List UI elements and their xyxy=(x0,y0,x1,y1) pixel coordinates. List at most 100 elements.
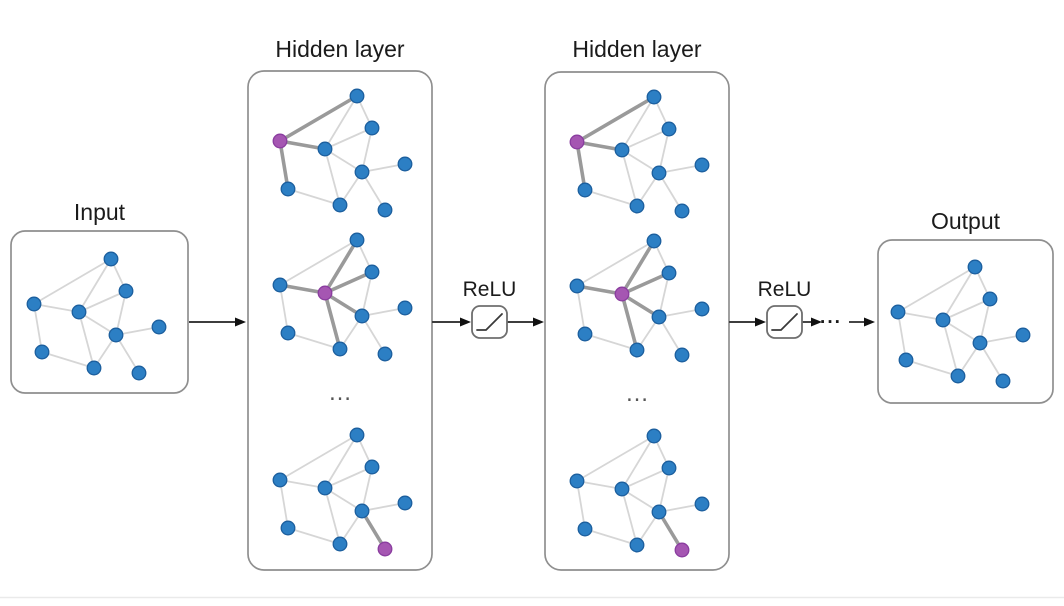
graph-edge xyxy=(576,435,655,482)
graph-edge xyxy=(78,258,112,313)
graph-node xyxy=(71,304,87,320)
graph-edge xyxy=(287,527,341,545)
graph-node xyxy=(1015,327,1031,343)
graph-node xyxy=(651,309,667,325)
graph-edge xyxy=(621,488,638,546)
graph-node xyxy=(674,203,690,219)
graph-edge xyxy=(621,128,670,151)
graph-edge-emphasized xyxy=(575,140,587,192)
graph-node-highlighted xyxy=(317,285,333,301)
graph-edge-emphasized xyxy=(278,139,327,151)
graph-node xyxy=(397,300,413,316)
graph-node xyxy=(629,342,645,358)
graph-node xyxy=(272,472,288,488)
graph-node xyxy=(377,346,393,362)
graph-edge-emphasized xyxy=(620,271,671,296)
graph-node xyxy=(935,312,951,328)
input-title: Input xyxy=(74,199,126,225)
graph-node xyxy=(577,326,593,342)
graph-edge xyxy=(897,311,944,321)
relu-curve-icon xyxy=(476,313,503,331)
graph-edge xyxy=(942,298,991,321)
graph-edge xyxy=(658,128,670,174)
graph-edge xyxy=(897,266,976,313)
graph-node-highlighted xyxy=(377,541,393,557)
graph-node xyxy=(646,233,662,249)
graph-node xyxy=(972,335,988,351)
graph-edge xyxy=(621,435,655,490)
graph-node xyxy=(280,520,296,536)
graph-node xyxy=(629,537,645,553)
graph-edge xyxy=(287,332,341,350)
graph-edge xyxy=(33,303,80,313)
hidden-layer-2-title: Hidden layer xyxy=(572,36,701,62)
graph-node xyxy=(354,164,370,180)
hidden2-graph-bottom xyxy=(569,428,710,558)
hidden-layer-2-ellipsis: … xyxy=(625,380,649,407)
graph-node xyxy=(332,197,348,213)
repeat-layers-ellipsis: ··· xyxy=(820,312,842,333)
input-graph xyxy=(26,251,167,381)
graph-node xyxy=(577,182,593,198)
graph-node xyxy=(661,265,677,281)
graph-node xyxy=(694,301,710,317)
graph-edge-emphasized xyxy=(323,238,359,295)
graph-node xyxy=(646,428,662,444)
graph-node xyxy=(151,319,167,335)
graph-node xyxy=(349,88,365,104)
graph-node xyxy=(995,373,1011,389)
graph-edge xyxy=(584,189,638,207)
graph-node xyxy=(272,277,288,293)
graph-edge-emphasized xyxy=(575,284,624,296)
graph-edge xyxy=(287,188,341,206)
graph-edge xyxy=(621,149,638,207)
graph-edge-emphasized xyxy=(575,140,624,152)
graph-edge-emphasized xyxy=(278,139,290,191)
graph-node xyxy=(280,325,296,341)
graph-edge xyxy=(576,240,655,287)
graph-node xyxy=(34,344,50,360)
graph-node xyxy=(118,283,134,299)
graph-node xyxy=(26,296,42,312)
graph-edge xyxy=(279,479,326,489)
graph-edge xyxy=(78,290,127,313)
graph-node xyxy=(103,251,119,267)
graph-edge xyxy=(78,311,95,369)
graph-node xyxy=(131,365,147,381)
graph-node xyxy=(377,202,393,218)
graph-node xyxy=(317,141,333,157)
hidden1-graph-top xyxy=(272,88,413,218)
graph-edge xyxy=(361,127,373,173)
graph-edge xyxy=(584,528,638,546)
hidden-layer-1-ellipsis: … xyxy=(328,379,352,406)
graph-node xyxy=(661,121,677,137)
graph-edge xyxy=(942,266,976,321)
graph-node xyxy=(364,264,380,280)
graph-edge-emphasized xyxy=(575,95,656,144)
graph-edge xyxy=(279,479,289,529)
relu-2-box xyxy=(766,305,803,339)
graph-edge-emphasized xyxy=(278,283,327,295)
input-panel-box xyxy=(10,230,189,394)
graph-node xyxy=(349,427,365,443)
graph-edge xyxy=(324,148,341,206)
graph-node xyxy=(950,368,966,384)
graph-node-highlighted xyxy=(674,542,690,558)
graph-node xyxy=(629,198,645,214)
graph-edge-emphasized xyxy=(278,94,359,143)
graph-edge xyxy=(324,434,358,489)
graph-edge xyxy=(279,284,289,334)
graph-edge xyxy=(979,298,991,344)
graph-edge-emphasized xyxy=(323,291,342,351)
graph-node xyxy=(982,291,998,307)
graph-node xyxy=(354,308,370,324)
relu-1-label: ReLU xyxy=(463,278,517,301)
hidden-layer-1-title: Hidden layer xyxy=(275,36,404,62)
graph-edge xyxy=(584,333,638,351)
graph-edge xyxy=(621,467,670,490)
graph-edge xyxy=(33,303,43,353)
graph-node xyxy=(661,460,677,476)
graph-edge xyxy=(658,467,670,513)
relu-2-frame xyxy=(766,305,803,339)
